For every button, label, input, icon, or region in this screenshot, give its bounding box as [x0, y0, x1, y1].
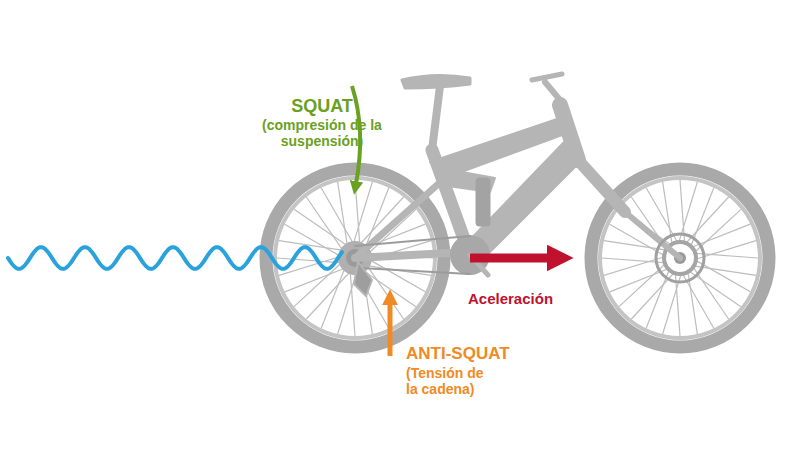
spoke [367, 265, 404, 319]
acceleration-arrow [470, 254, 552, 263]
spoke [362, 270, 416, 307]
label-holder: (compresión de la suspensión) [262, 117, 382, 149]
spoke [321, 188, 353, 244]
label-holder: (Tensión de la cadena) [406, 365, 498, 397]
force-note: (Tensión de la cadena) [406, 365, 498, 397]
label-holder: Aceleración [468, 290, 598, 307]
label-holder: ANTI-SQUAT [406, 344, 536, 364]
force-note: (compresión de la suspensión) [262, 117, 382, 149]
bump-wave [8, 247, 342, 269]
spoke [285, 268, 346, 292]
label-holder: SQUAT [262, 96, 382, 117]
spoke [369, 259, 425, 291]
force-label: ANTI-SQUAT [406, 344, 536, 364]
spoke [294, 209, 348, 246]
force-label: Aceleración [468, 290, 598, 307]
anti-squat-arrow [388, 302, 393, 356]
spoke [306, 271, 350, 319]
bike-frame [354, 74, 704, 296]
spoke [321, 268, 345, 329]
spoke [353, 182, 372, 244]
spoke [277, 258, 342, 263]
force-label: SQUAT [262, 96, 382, 117]
spoke [338, 182, 348, 246]
spoke [306, 197, 343, 251]
